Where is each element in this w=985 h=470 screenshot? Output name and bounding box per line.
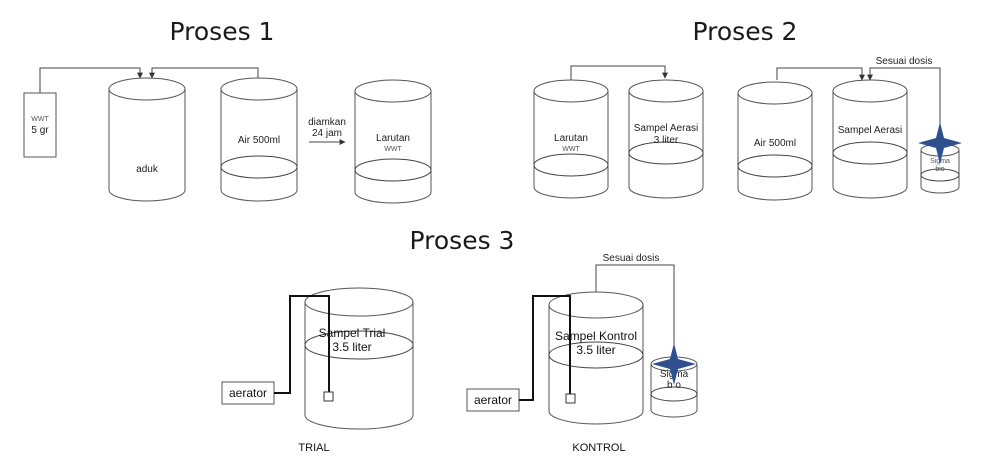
trial-caption: TRIAL [298, 442, 329, 454]
trial-line2: 3.5 liter [332, 340, 371, 354]
larutan-1-sub: WWT [384, 146, 402, 153]
connector-air-sampel [776, 67, 865, 81]
air-2-label: Air 500ml [754, 138, 796, 149]
arrow-label-line1: diamkan [308, 117, 346, 128]
feed-line-wwt [39, 67, 143, 93]
aerator-trial-label: aerator [229, 386, 267, 400]
kontrol-line2: 3.5 liter [576, 343, 615, 357]
cylinder-aduk-label: aduk [136, 164, 159, 175]
cylinder-sampel-aerasi: Sampel Aerasi [832, 79, 908, 199]
diffuser-kontrol [565, 393, 576, 404]
wwt-box [23, 92, 57, 158]
cylinder-larutan-1: Larutan WWT [354, 79, 432, 204]
kontrol-line1: Sampel Kontrol [555, 329, 637, 343]
star-icon [918, 122, 962, 164]
star-icon [652, 343, 696, 385]
proses-1-group: WWT 5 gr aduk Air 500ml diamkan 24 jam [23, 67, 432, 204]
connector-dose [867, 67, 941, 140]
jar-3-line2: b o [667, 380, 681, 391]
larutan-2-main: Larutan [554, 133, 588, 144]
title-proses-1: Proses 1 [170, 17, 275, 46]
cylinder-sampel-aerasi-3l: Sampel Aerasi 3 liter [628, 79, 704, 199]
dose-label-2: Sesuai dosis [876, 56, 933, 67]
jar-2-line2: bio [935, 166, 944, 173]
trial-setup: aerator Sampel Trial 3.5 liter TRIAL [221, 287, 414, 454]
sampel-3l-line1: Sampel Aerasi [634, 123, 698, 134]
kontrol-caption: KONTROL [572, 442, 625, 454]
trial-line1: Sampel Trial [319, 326, 386, 340]
dose-label-3: Sesuai dosis [603, 253, 660, 264]
cylinder-air-500ml: Air 500ml [220, 77, 298, 202]
larutan-1-main: Larutan [376, 133, 410, 144]
dose-connector-3 [595, 264, 675, 352]
proses-2-group: Larutan WWT Sampel Aerasi 3 liter Sesuai… [533, 56, 962, 201]
connector-larutan-sampel [570, 65, 668, 80]
arrow-label-line2: 24 jam [312, 128, 342, 139]
air-pipe-kontrol [519, 295, 571, 401]
larutan-2-sub: WWT [562, 146, 580, 153]
sampel-3l-line2: 3 liter [654, 135, 679, 146]
aerator-kontrol-label: aerator [474, 393, 512, 407]
diffuser-trial [323, 391, 334, 402]
proses-3-group: aerator Sampel Trial 3.5 liter TRIAL Ses… [221, 253, 698, 454]
title-proses-2: Proses 2 [693, 17, 798, 46]
wwt-box-bottom: 5 gr [31, 125, 49, 136]
title-proses-3: Proses 3 [410, 226, 515, 255]
kontrol-setup: Sesuai dosis aerator Sampel Kontrol 3.5 … [466, 253, 698, 454]
cylinder-aduk: aduk [108, 77, 186, 202]
air-pipe-trial [274, 295, 330, 394]
wwt-box-top: WWT [31, 116, 49, 123]
cylinder-air-500ml-2: Air 500ml [737, 81, 813, 201]
cylinder-trial [304, 302, 414, 430]
feed-line-air [149, 67, 259, 83]
cylinder-larutan-2: Larutan WWT [533, 79, 609, 199]
sampel-aerasi-label: Sampel Aerasi [838, 125, 902, 136]
cylinder-air-label: Air 500ml [238, 135, 280, 146]
